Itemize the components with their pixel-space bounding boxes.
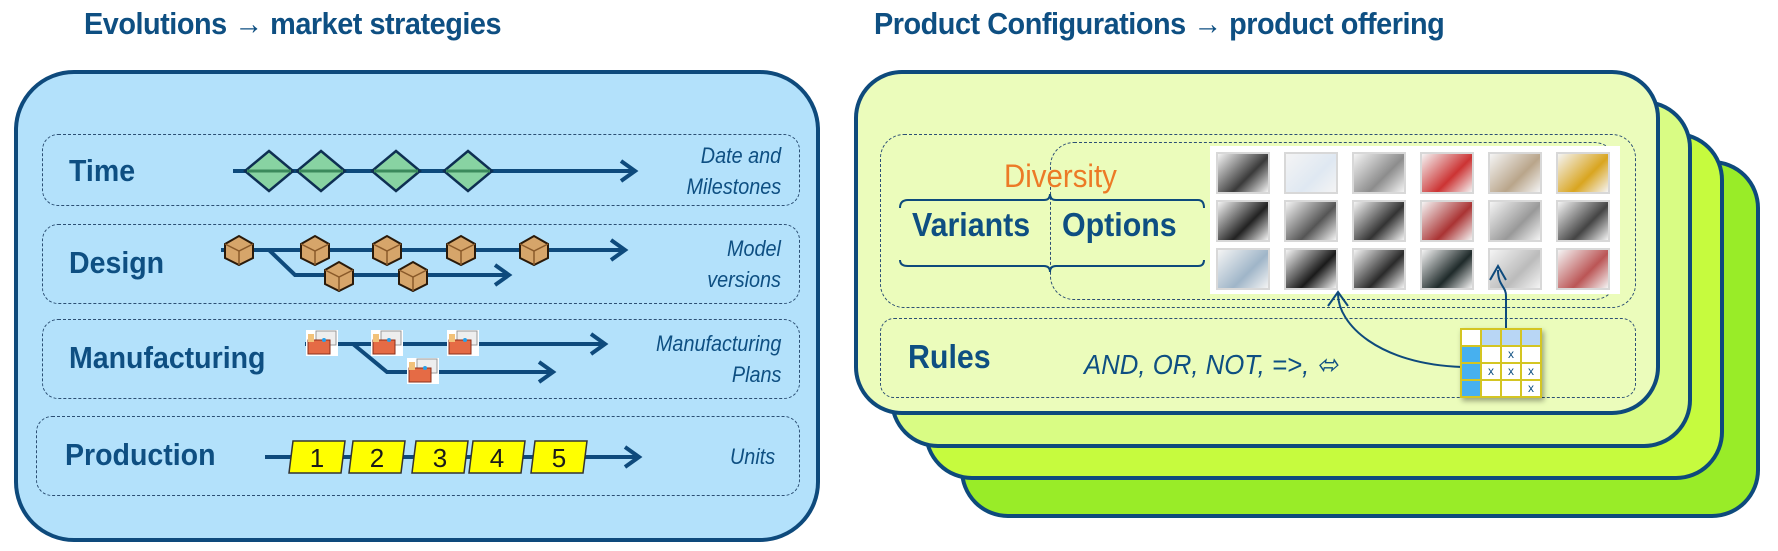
manufacturing-plans-diagram	[305, 330, 609, 384]
design-row: Design Model versions	[42, 224, 800, 304]
factory-icon	[447, 330, 479, 356]
time-row: Time Date and Milestones	[42, 134, 800, 206]
option-thumbnail-interior-console	[1352, 200, 1406, 242]
production-description: Units	[729, 444, 775, 469]
option-thumbnail-alloy-wheel	[1352, 152, 1406, 194]
option-thumbnail-steering-wheel	[1216, 152, 1270, 194]
option-thumbnail-transmission	[1488, 200, 1542, 242]
option-thumbnail-suspension	[1488, 248, 1542, 290]
model-box-icon	[519, 234, 549, 267]
option-thumbnail-interior-trims	[1488, 152, 1542, 194]
diversity-label: Diversity	[1004, 158, 1117, 194]
matrix-cell: x	[1522, 381, 1540, 396]
model-box-icon	[372, 234, 402, 267]
unit-marker: 2	[348, 440, 406, 474]
unit-marker: 3	[411, 440, 469, 474]
design-description: Model versions	[707, 233, 781, 295]
option-thumbnail-world-map	[1284, 152, 1338, 194]
rules-operators: AND, OR, NOT, =>, ⬄	[1084, 349, 1338, 380]
matrix-cell	[1462, 364, 1480, 379]
matrix-cell	[1482, 330, 1500, 345]
options-label: Options	[1062, 206, 1177, 243]
variants-label: Variants	[912, 206, 1031, 243]
configurations-title: Product Configurations → product offerin…	[874, 6, 1445, 41]
time-desc-line1: Date and	[700, 143, 781, 168]
link-arrow-right	[1497, 269, 1507, 330]
config-card-front: Diversity Variants Options Rules AND, OR…	[854, 70, 1660, 415]
matrix-cell	[1502, 381, 1520, 396]
option-thumbnail-badge	[1284, 248, 1338, 290]
unit-marker: 5	[530, 440, 588, 474]
matrix-cell: x	[1482, 364, 1500, 379]
manufacturing-label: Manufacturing	[69, 340, 266, 375]
option-thumbnail-vents	[1420, 248, 1474, 290]
production-units-diagram: 1 2 3 4 5	[265, 440, 643, 474]
rules-label: Rules	[908, 338, 991, 375]
model-box-icon	[446, 234, 476, 267]
unit-number: 2	[370, 443, 384, 473]
link-arrow-left	[1337, 293, 1463, 368]
factory-icon	[371, 330, 403, 356]
factory-icon	[306, 330, 338, 356]
option-thumbnail-paint-colors	[1420, 152, 1474, 194]
option-thumbnail-steering-column	[1556, 200, 1610, 242]
options-gallery	[1210, 146, 1620, 294]
time-label: Time	[69, 153, 136, 188]
matrix-cell	[1482, 381, 1500, 396]
diversity-box	[880, 134, 1636, 308]
manufacturing-desc-line1: Manufacturing	[655, 331, 781, 356]
model-box-icon	[398, 260, 428, 293]
matrix-cell	[1462, 347, 1480, 362]
model-box-icon	[324, 260, 354, 293]
matrix-cell	[1482, 347, 1500, 362]
production-row: Production 1 2 3 4 5 Units	[36, 416, 800, 496]
milestones-timeline	[233, 149, 639, 193]
option-thumbnail-upholstery-colors	[1420, 200, 1474, 242]
model-versions-diagram	[221, 234, 629, 293]
matrix-cell	[1462, 381, 1480, 396]
time-desc-line2: Milestones	[686, 174, 781, 199]
matrix-cell	[1502, 330, 1520, 345]
matrix-cell: x	[1502, 347, 1520, 362]
option-thumbnail-seat	[1216, 248, 1270, 290]
unit-number: 4	[490, 443, 504, 473]
option-thumbnail-dashboard	[1352, 248, 1406, 290]
evolutions-title: Evolutions → market strategies	[84, 6, 502, 41]
option-thumbnail-seat-covers	[1556, 248, 1610, 290]
design-label: Design	[69, 245, 165, 280]
matrix-cell	[1522, 330, 1540, 345]
design-desc-line2: versions	[707, 267, 781, 292]
unit-marker: 4	[468, 440, 526, 474]
model-box-icon	[224, 234, 254, 267]
matrix-cell: x	[1522, 364, 1540, 379]
rules-box	[880, 318, 1636, 398]
model-box-icon	[300, 234, 330, 267]
matrix-cell: x	[1502, 364, 1520, 379]
unit-number: 3	[433, 443, 447, 473]
time-description: Date and Milestones	[686, 140, 781, 202]
variants-options-braces	[899, 194, 1205, 273]
design-desc-line1: Model	[727, 236, 781, 261]
unit-number: 1	[310, 443, 324, 473]
timeline-arrowhead	[619, 159, 639, 183]
option-thumbnail-tire-wheel	[1216, 200, 1270, 242]
factory-icon	[407, 358, 439, 384]
option-thumbnail-engine	[1284, 200, 1338, 242]
matrix-cell	[1462, 330, 1480, 345]
option-thumbnail-brake-caliper	[1556, 152, 1610, 194]
unit-marker: 1	[288, 440, 346, 474]
manufacturing-row: Manufacturing Manufacturing Plans	[42, 319, 800, 399]
matrix-cell	[1522, 347, 1540, 362]
unit-number: 5	[552, 443, 566, 473]
manufacturing-description: Manufacturing Plans	[656, 328, 781, 390]
production-label: Production	[65, 437, 216, 472]
manufacturing-desc-line2: Plans	[731, 362, 781, 387]
evolutions-panel: Time Date and Milestones Design Model ve…	[14, 70, 820, 542]
rule-links	[1327, 263, 1507, 368]
